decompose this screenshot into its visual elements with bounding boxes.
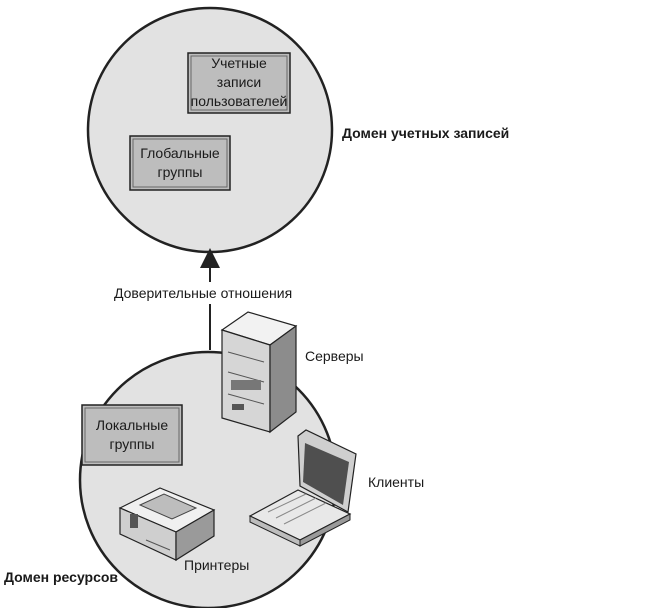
trust-label-bg <box>108 282 308 304</box>
account-domain-label: Домен учетных записей <box>342 125 510 141</box>
local-groups-box <box>81 404 183 466</box>
servers-label: Серверы <box>305 348 364 364</box>
local-groups-label: Локальные группы <box>95 417 169 452</box>
printers-label: Принтеры <box>184 557 250 573</box>
trust-label: Доверительные отношения <box>114 285 293 301</box>
printer-icon <box>118 487 216 562</box>
account-domain-circle <box>86 6 334 254</box>
global-groups-box <box>129 135 231 191</box>
server-icon <box>220 311 298 434</box>
resource-domain-label: Домен ресурсов <box>4 569 119 585</box>
global-groups-label: Глобальные группы <box>140 145 220 180</box>
user-accounts-box <box>187 52 291 114</box>
clients-label: Клиенты <box>368 474 425 490</box>
laptop-icon <box>248 429 357 547</box>
user-accounts-label: Учетные записи пользователей <box>190 55 288 109</box>
